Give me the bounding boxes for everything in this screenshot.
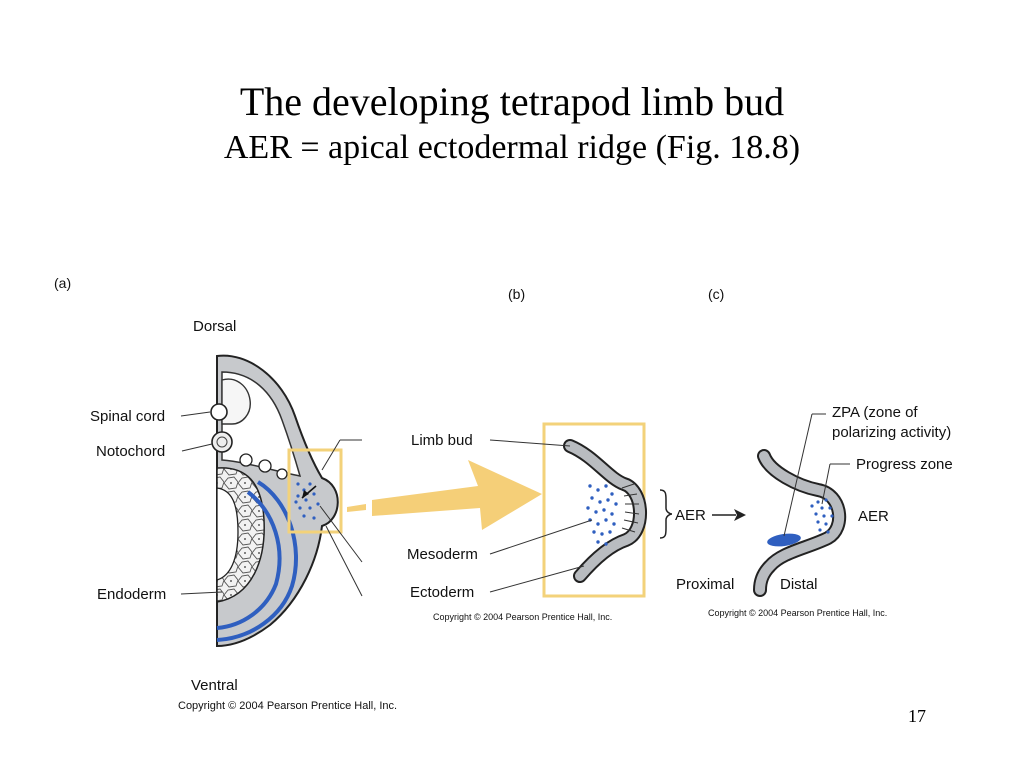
mesoderm-label: Mesoderm xyxy=(407,546,478,563)
proximal-label: Proximal xyxy=(676,576,734,593)
panel-b-copyright: Copyright © 2004 Pearson Prentice Hall, … xyxy=(433,612,612,622)
panel-a-tag: (a) xyxy=(54,275,71,291)
panel-b-aer-label: AER xyxy=(675,507,706,524)
panel-c-tag: (c) xyxy=(708,286,724,302)
notochord-shape xyxy=(211,431,233,453)
slide-title: The developing tetrapod limb bud xyxy=(239,79,785,124)
ventral-label: Ventral xyxy=(191,677,238,694)
limb-bud-label: Limb bud xyxy=(411,432,473,449)
limb-bud-leader xyxy=(489,439,571,447)
zoom-arrow xyxy=(347,460,542,530)
slide-title-block: The developing tetrapod limb bud AER = a… xyxy=(0,78,1024,170)
endoderm-leader xyxy=(180,591,223,595)
spinal-cord-shape xyxy=(210,403,228,421)
mesoderm-leader xyxy=(489,519,593,555)
endoderm-label: Endoderm xyxy=(97,586,166,603)
panel-c-copyright: Copyright © 2004 Pearson Prentice Hall, … xyxy=(708,608,887,618)
notochord-leader xyxy=(181,443,213,452)
spinal-cord-label: Spinal cord xyxy=(90,408,165,425)
limb-bud-polarity xyxy=(753,449,847,597)
slide-subtitle: AER = apical ectodermal ridge (Fig. 18.8… xyxy=(223,129,801,166)
progress-zone-label: Progress zone xyxy=(856,456,953,473)
panel-c-aer-label: AER xyxy=(858,508,889,525)
limb-bud-closeup xyxy=(563,439,647,583)
spinal-cord-leader xyxy=(180,411,211,417)
panel-a-copyright: Copyright © 2004 Pearson Prentice Hall, … xyxy=(178,700,397,712)
panel-a-highlight-box xyxy=(287,448,343,534)
dorsal-label: Dorsal xyxy=(193,318,236,335)
zpa-label-line1: ZPA (zone of xyxy=(832,404,918,421)
zpa-region xyxy=(767,533,801,547)
aer-brace xyxy=(659,489,673,539)
panel-b-tag: (b) xyxy=(508,286,525,302)
zpa-label-line2: polarizing activity) xyxy=(832,424,951,441)
distal-label: Distal xyxy=(780,576,818,593)
embryo-cross-section xyxy=(210,354,339,648)
aer-arrow-head xyxy=(734,509,746,521)
ectoderm-label: Ectoderm xyxy=(410,584,474,601)
progress-zone-leader xyxy=(821,463,831,505)
notochord-label: Notochord xyxy=(96,443,165,460)
ectoderm-leader xyxy=(489,565,585,593)
zpa-leader xyxy=(783,413,813,537)
page-number: 17 xyxy=(908,706,926,726)
